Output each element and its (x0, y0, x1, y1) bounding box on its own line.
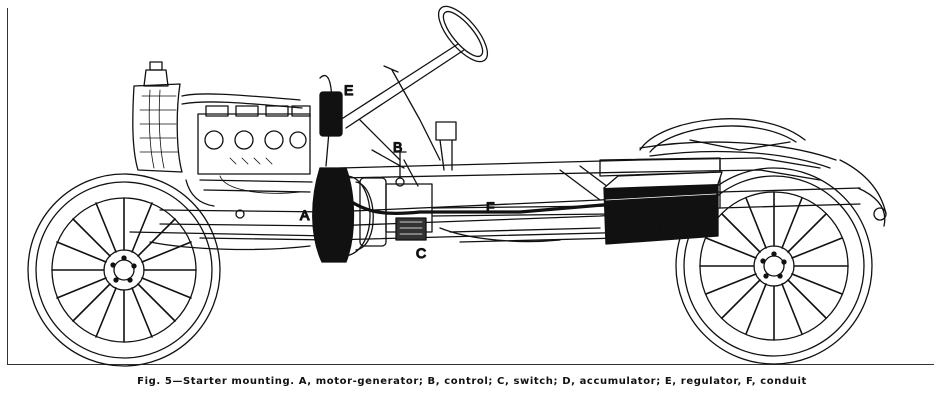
front-wheel (27, 173, 221, 367)
rear-wheel (675, 167, 873, 365)
radiator (132, 61, 183, 173)
control (393, 151, 407, 187)
label-d: D (655, 218, 665, 234)
label-f: F (486, 199, 495, 215)
switch (395, 217, 427, 241)
far-rear-wheel (639, 118, 806, 151)
accumulator (603, 171, 723, 245)
label-e: E (344, 82, 353, 98)
label-c: C (416, 245, 426, 261)
motor-generator (312, 167, 387, 263)
engine (181, 93, 313, 219)
rear-frame-box (599, 157, 721, 177)
label-a: A (300, 207, 310, 223)
conduit (340, 194, 616, 216)
steering-wheel (339, 5, 488, 171)
regulator (319, 91, 343, 137)
figure-caption: Fig. 5—Starter mounting. A, motor-genera… (137, 376, 807, 387)
figure-frame (7, 8, 934, 365)
label-b: B (393, 139, 402, 155)
chassis-illustration: E B A F C D (27, 5, 887, 367)
chassis-frame (129, 139, 887, 251)
